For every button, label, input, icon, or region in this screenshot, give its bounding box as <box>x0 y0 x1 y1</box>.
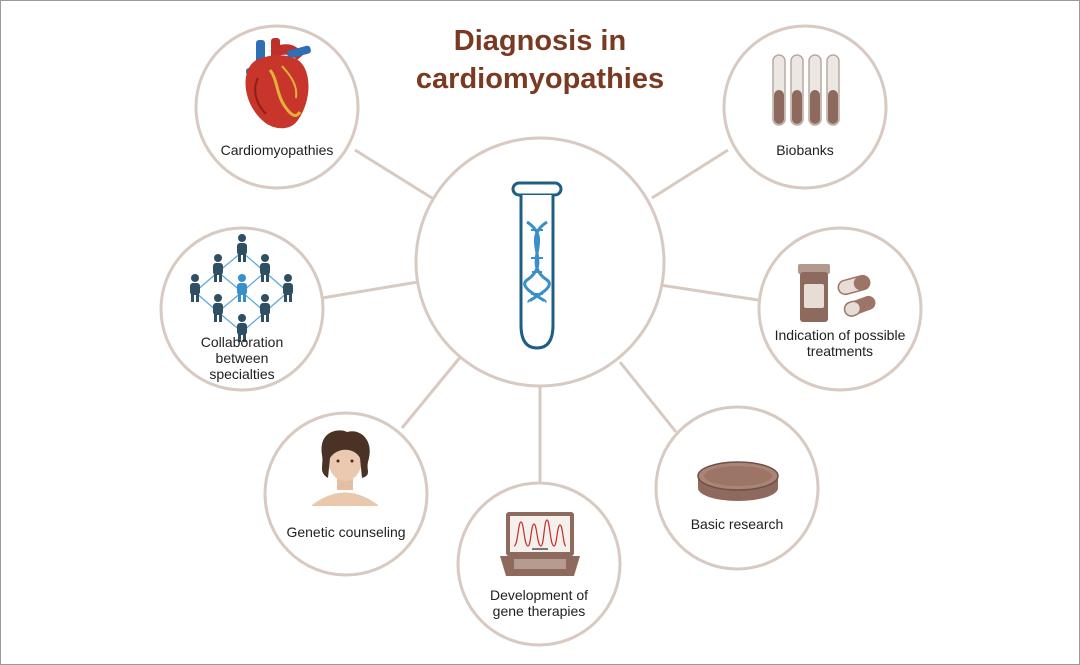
connectors <box>321 148 759 482</box>
people-network-icon <box>190 234 293 342</box>
label-cardiomyopathies: Cardiomyopathies <box>220 142 334 158</box>
heart-icon <box>245 38 311 129</box>
label-gene-therapies-line-2: gene therapies <box>492 603 586 619</box>
connector-treatments <box>659 283 759 302</box>
label-treatments: Indication of possible treatments <box>765 327 915 359</box>
pills-icon <box>798 264 876 322</box>
label-collaboration: Collaboration between specialties <box>182 334 302 382</box>
circle-treatments <box>757 226 923 392</box>
label-collaboration-line-3: specialties <box>209 366 275 382</box>
label-treatments-line-1: Indication of possible <box>774 327 906 343</box>
label-counseling: Genetic counseling <box>286 524 406 540</box>
label-research: Basic research <box>690 516 784 532</box>
label-treatments-line-2: treatments <box>806 343 874 359</box>
label-gene-therapies-line-1: Development of <box>489 587 589 603</box>
connector-research <box>618 361 678 433</box>
connector-cardiomyopathies <box>354 148 433 200</box>
circle-biobanks <box>722 24 888 190</box>
label-gene-therapies: Development of gene therapies <box>474 587 604 619</box>
label-biobanks: Biobanks <box>776 142 834 158</box>
connector-collaboration <box>321 280 419 300</box>
petri-dish-icon <box>697 461 779 501</box>
connector-counseling <box>400 354 464 429</box>
test-tubes-icon <box>772 54 840 126</box>
title-line-1: Diagnosis in <box>453 25 627 57</box>
circle-collaboration <box>159 226 325 392</box>
person-icon <box>312 430 378 506</box>
connector-biobanks <box>651 148 729 200</box>
label-collaboration-line-2: between <box>215 350 269 366</box>
label-collaboration-line-1: Collaboration <box>200 334 284 350</box>
diagram-title: Diagnosis in cardiomyopathies <box>380 22 700 98</box>
title-line-2: cardiomyopathies <box>415 63 665 95</box>
laptop-icon <box>500 512 580 576</box>
dna-test-tube-icon <box>511 181 563 350</box>
